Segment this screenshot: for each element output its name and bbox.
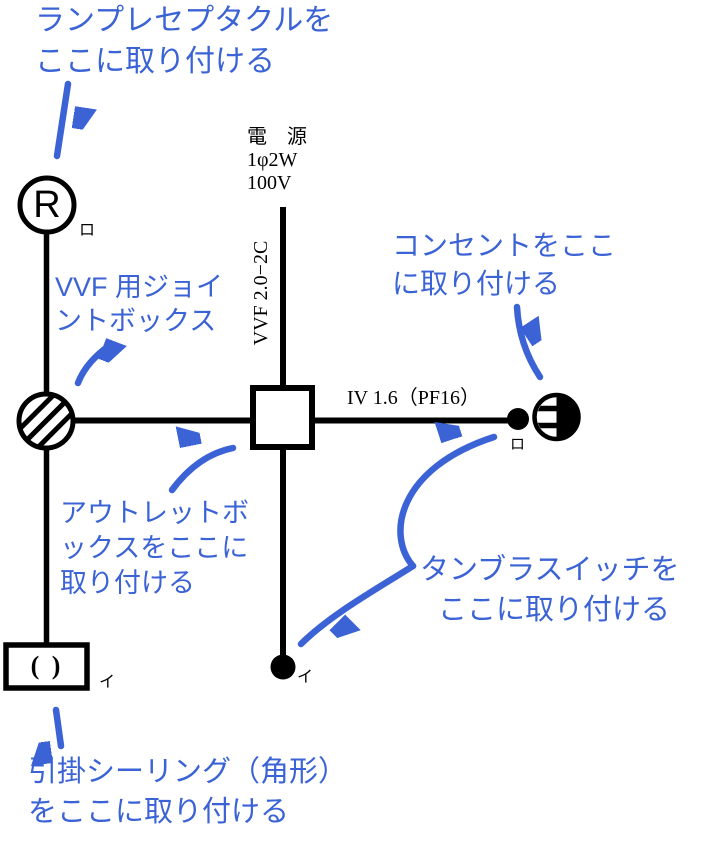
lamp-annotation-line2: ここに取り付ける xyxy=(35,45,275,78)
outlet-annotation-line2: に取り付ける xyxy=(392,268,561,299)
outlet-box-symbol xyxy=(250,385,315,450)
ceiling-rose-glyph: ( ) xyxy=(30,651,64,680)
joint-box-annotation-arrow xyxy=(74,345,110,387)
circuit-label-i-switch: イ xyxy=(297,669,314,686)
conduit-label-iv: IV 1.6（PF16） xyxy=(347,387,480,409)
ceiling-rose-annotation: 引掛シーリング（角形） をここに取り付ける xyxy=(28,752,347,832)
tumbler-annotation-arrow-lower xyxy=(297,562,417,648)
tumbler-annotation-arrow-upper xyxy=(397,437,498,570)
outlet-box-annotation-arrow xyxy=(168,448,237,494)
tumbler-switch-i-dot xyxy=(270,654,296,680)
cable-label-vvf: VVF 2.0−2C xyxy=(249,240,272,346)
circuit-label-ro-lamp: ロ xyxy=(79,222,96,239)
power-source-voltage: 100V xyxy=(247,172,292,194)
joint-box-annotation-line2: ントボックス xyxy=(55,306,217,336)
joint-box-annotation: VVF 用ジョイ ントボックス xyxy=(55,270,223,338)
power-source-label: 電 源 1φ2W 100V xyxy=(247,126,307,195)
ceiling-rose-annotation-arrow xyxy=(56,706,65,746)
power-source-title: 電 源 xyxy=(247,126,307,148)
lamp-receptacle-letter: R xyxy=(33,183,61,226)
circuit-label-i-ceiling: イ xyxy=(99,674,116,691)
ceiling-rose-symbol xyxy=(3,642,90,691)
outlet-annotation-line1: コンセントをここ xyxy=(392,230,617,261)
power-source-phase: 1φ2W xyxy=(247,149,298,171)
tumbler-switch-annotation: タンブラスイッチを ここに取り付ける xyxy=(420,550,680,630)
lamp-annotation: ランプレセプタクルを ここに取り付ける xyxy=(35,0,333,82)
lamp-annotation-line1: ランプレセプタクルを xyxy=(35,4,334,37)
outlet-box-annotation-line3: 取り付ける xyxy=(60,568,195,598)
joint-box-hatching xyxy=(21,396,71,446)
tumbler-annotation-line1: タンブラスイッチを xyxy=(420,554,680,586)
tumbler-annotation-line2: ここに取り付ける xyxy=(438,594,671,626)
tumbler-switch-ro-dot xyxy=(507,408,529,430)
ceiling-annotation-line2: をここに取り付ける xyxy=(28,796,290,828)
outlet-box-annotation-line2: ックスをここに xyxy=(60,533,249,563)
ceiling-annotation-line1: 引掛シーリング（角形） xyxy=(28,756,348,788)
outlet-box-annotation-line1: アウトレットボ xyxy=(60,498,249,528)
outlet-annotation-arrow xyxy=(513,303,540,381)
joint-box-annotation-line1: VVF 用ジョイ xyxy=(55,272,224,302)
circuit-label-ro-switch: ロ xyxy=(510,437,526,453)
wall-outlet-fill xyxy=(556,395,579,439)
lamp-annotation-arrow xyxy=(53,80,68,160)
outlet-annotation: コンセントをここ に取り付ける xyxy=(392,227,616,303)
lamp-receptacle-symbol xyxy=(17,175,77,235)
wall-outlet-bars xyxy=(537,405,557,429)
outlet-box-annotation: アウトレットボ ックスをここに 取り付ける xyxy=(60,496,249,601)
